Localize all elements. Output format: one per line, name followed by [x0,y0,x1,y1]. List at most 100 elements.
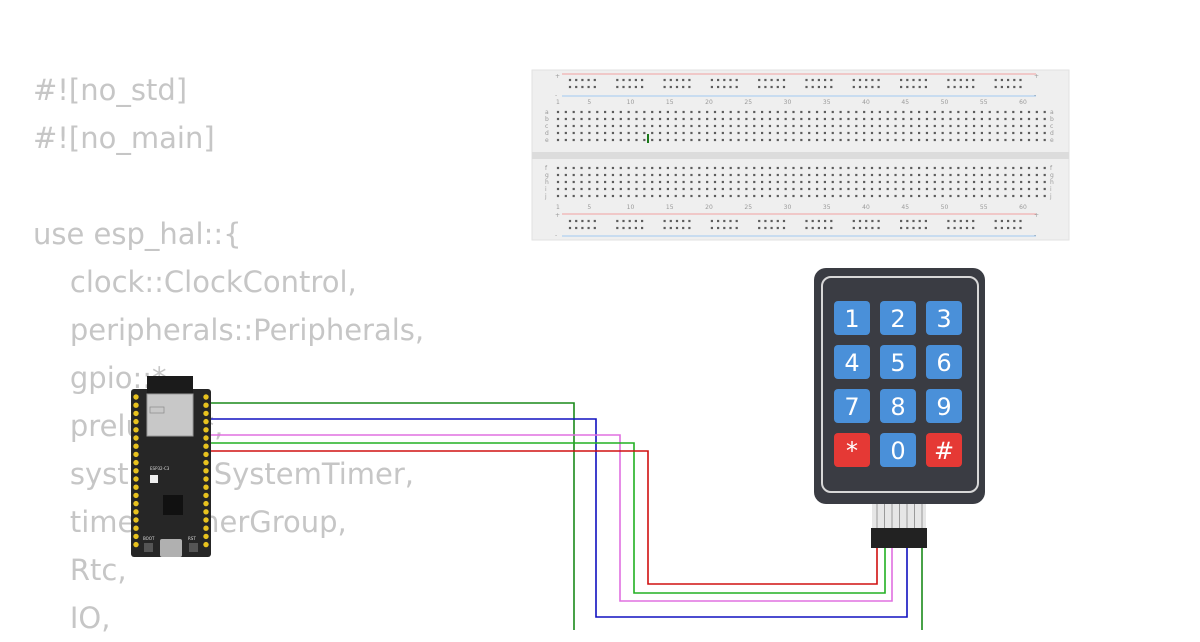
board-pin[interactable] [133,443,139,449]
esp32-c3-board[interactable]: ESP32-C3 BOOT RST [131,376,211,557]
keypad-key[interactable]: 8 [880,389,916,423]
breadboard-hole [627,180,630,184]
rail-hole [1013,226,1016,230]
reset-button[interactable] [189,543,198,552]
breadboard-hole [580,117,583,121]
breadboard-hole [674,194,677,198]
board-pin[interactable] [203,427,209,433]
board-pin[interactable] [203,402,209,408]
rail-hole [824,78,827,82]
row-label: d [545,130,549,137]
breadboard-hole [847,110,850,114]
board-pin[interactable] [133,525,139,531]
rail-hole [871,219,874,223]
board-pin[interactable] [133,517,139,523]
breadboard-hole [611,131,615,135]
breadboard-hole [980,180,983,184]
board-pin[interactable] [203,492,209,499]
board-pin[interactable] [203,476,209,482]
breadboard-hole [784,187,787,191]
board-pin[interactable] [133,500,139,507]
breadboard-hole [1012,173,1015,177]
board-pin[interactable] [133,492,139,499]
board-pin[interactable] [133,427,139,433]
breadboard-hole [815,187,819,191]
board-pin[interactable] [133,451,139,458]
keypad-key[interactable]: # [926,433,962,467]
board-pin[interactable] [133,394,139,400]
board-pin[interactable] [203,533,209,540]
breadboard-hole [737,138,740,142]
board-pin[interactable] [133,476,139,482]
breadboard-hole [972,180,976,184]
board-pin[interactable] [203,418,209,425]
board-pin[interactable] [133,468,139,474]
breadboard-hole [1004,131,1007,135]
breadboard-hole [721,187,724,191]
rail-hole [776,219,779,223]
rail-hole [669,78,672,82]
breadboard-hole [761,131,764,135]
breadboard[interactable]: + + - - + + - - 115510101515202025253030… [531,69,1070,241]
board-pin[interactable] [133,410,139,417]
board-pin[interactable] [203,525,209,531]
board-pin[interactable] [133,459,139,466]
keypad-key[interactable]: 4 [834,345,870,379]
breadboard-hole [988,180,991,184]
code-line: peripherals::Peripherals, [33,313,425,347]
keypad-key[interactable]: * [834,433,870,467]
breadboard-hole [808,124,811,128]
board-pin[interactable] [203,459,209,466]
keypad-key[interactable]: 7 [834,389,870,423]
keypad-key[interactable]: 1 [834,301,870,335]
breadboard-hole [965,187,968,191]
wifi-logo-icon [149,406,165,414]
rail-hole [581,219,584,223]
rail-hole [924,85,927,89]
board-pin[interactable] [203,410,209,417]
board-pin[interactable] [203,394,209,400]
keypad-key-cap [834,345,870,379]
breadboard-hole [808,166,811,170]
board-pin[interactable] [203,484,209,490]
board-pin[interactable] [203,451,209,458]
board-pin[interactable] [133,509,139,515]
rail-hole [710,78,713,82]
rail-hole [811,85,814,89]
board-pin[interactable] [133,484,139,490]
board-pin[interactable] [203,468,209,474]
board-pin[interactable] [203,443,209,449]
board-pin[interactable] [203,509,209,515]
keypad-key[interactable]: 0 [880,433,916,467]
keypad-key[interactable]: 3 [926,301,962,335]
breadboard-hole [1035,194,1038,198]
board-pin[interactable] [133,435,139,441]
keypad-key[interactable]: 5 [880,345,916,379]
rail-hole [641,85,644,89]
breadboard-hole [988,166,991,170]
board-pin[interactable] [133,402,139,408]
board-pin[interactable] [203,517,209,523]
rail-hole [877,219,880,223]
board-pin[interactable] [133,533,139,540]
breadboard-hole [886,117,889,121]
rail-hole [776,78,779,82]
breadboard-hole [627,131,630,135]
board-pin[interactable] [133,418,139,425]
breadboard-hole [996,110,999,114]
boot-button[interactable] [144,543,153,552]
rail-hole [830,219,833,223]
board-pin[interactable] [203,500,209,507]
board-pin[interactable] [203,435,209,441]
keypad-key-label: 0 [890,437,905,465]
board-pin[interactable] [133,541,139,548]
board-pin[interactable] [203,541,209,548]
breadboard-hole [996,173,999,177]
keypad-key[interactable]: 6 [926,345,962,379]
keypad-key[interactable]: 9 [926,389,962,423]
keypad-key[interactable]: 2 [880,301,916,335]
column-label: 10 [627,204,635,211]
